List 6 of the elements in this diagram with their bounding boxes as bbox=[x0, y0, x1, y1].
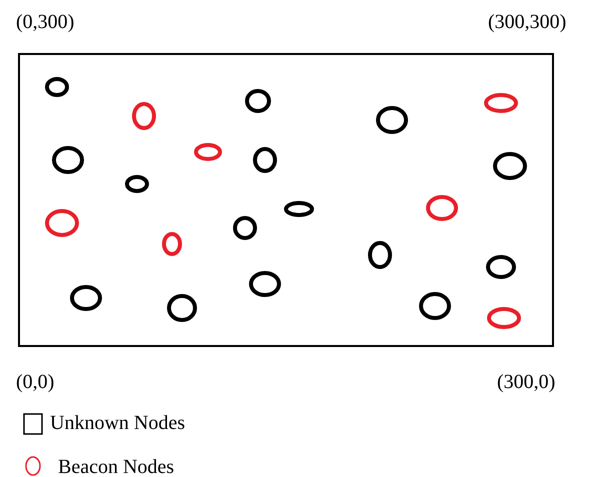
legend-label: Beacon Nodes bbox=[58, 456, 174, 477]
coordinate-label: (300,0) bbox=[497, 371, 556, 393]
coordinate-label: (0,0) bbox=[16, 371, 54, 393]
coordinate-label: (0,300) bbox=[16, 11, 74, 33]
coordinate-label: (300,300) bbox=[488, 11, 566, 33]
legend-label: Unknown Nodes bbox=[50, 412, 185, 434]
